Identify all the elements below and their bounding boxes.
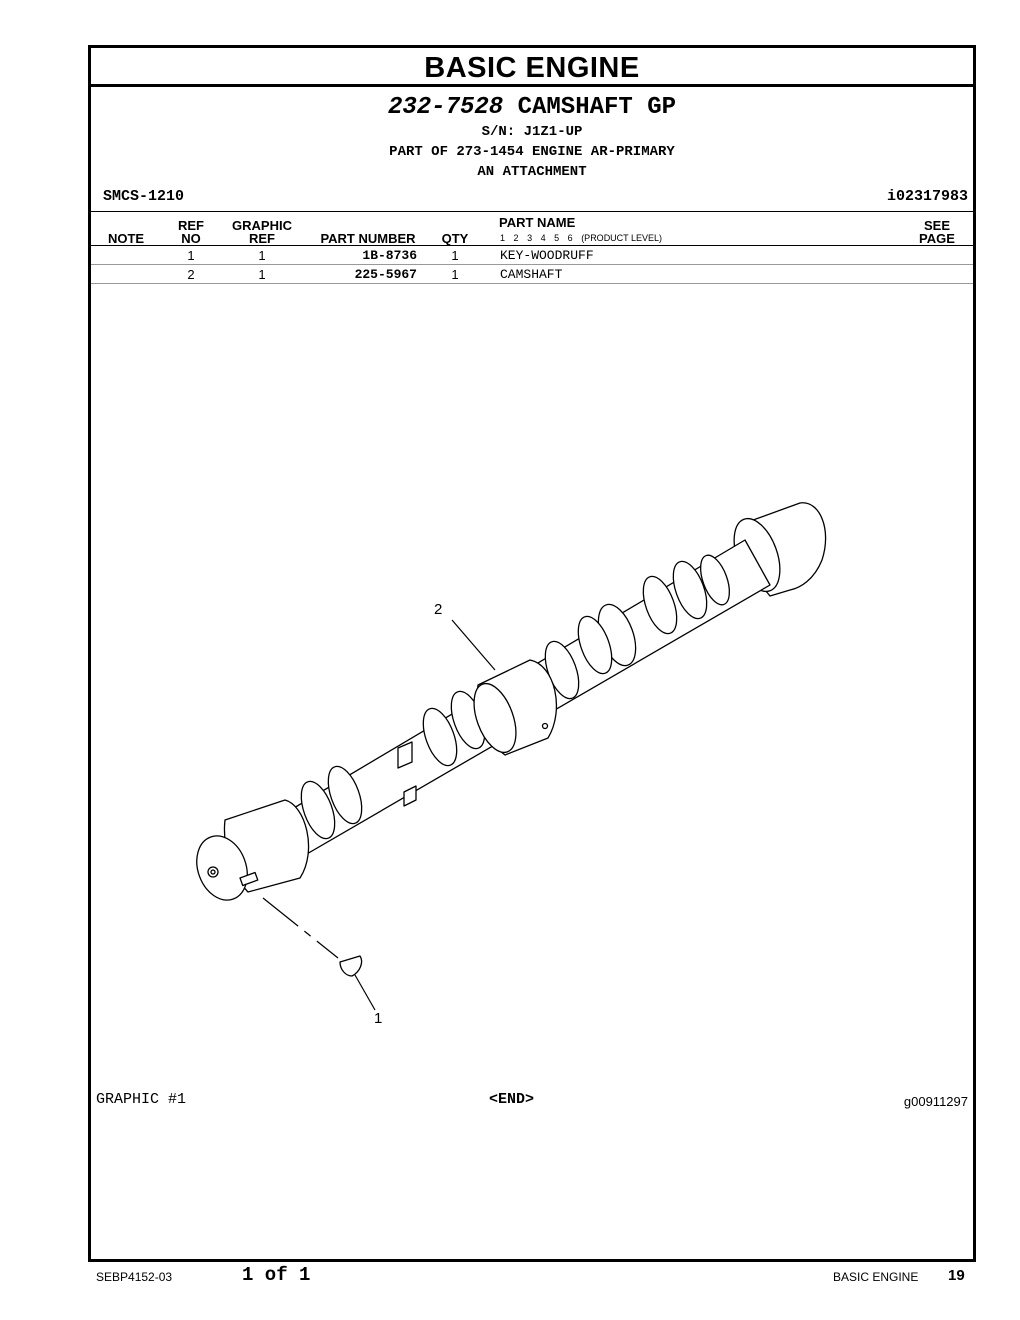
row2-qty: 1 bbox=[451, 267, 459, 282]
row1-divider bbox=[91, 264, 973, 265]
footer-page-of: 1 of 1 bbox=[242, 1264, 311, 1286]
row2-divider bbox=[91, 283, 973, 284]
level-4: 4 bbox=[540, 233, 546, 243]
serial-range: S/N: J1Z1-UP bbox=[481, 124, 583, 140]
row1-ref-no: 1 bbox=[187, 248, 195, 263]
page-frame: BASIC ENGINE 232-7528 CAMSHAFT GP S/N: J… bbox=[88, 45, 976, 1262]
document-id: i02317983 bbox=[886, 188, 968, 205]
col-see-top: SEE bbox=[923, 218, 950, 233]
level-6: 6 bbox=[567, 233, 573, 243]
row1-part-number: 1B-8736 bbox=[362, 248, 417, 263]
header-bottom-rule bbox=[91, 245, 973, 246]
level-1: 1 bbox=[500, 233, 506, 243]
product-levels: 1 2 3 4 5 6 (PRODUCT LEVEL) bbox=[500, 233, 662, 243]
section-title: BASIC ENGINE bbox=[91, 48, 973, 87]
callout-2: 2 bbox=[434, 601, 443, 618]
attachment-line: AN ATTACHMENT bbox=[477, 164, 587, 180]
row1-part-name: KEY-WOODRUFF bbox=[500, 248, 594, 263]
col-qty: QTY bbox=[441, 231, 469, 246]
row2-part-number: 225-5967 bbox=[354, 267, 417, 282]
col-ref-bottom: NO bbox=[181, 231, 201, 246]
col-part-name: PART NAME bbox=[499, 215, 576, 230]
row2-ref-no: 2 bbox=[187, 267, 195, 282]
col-see-bottom: PAGE bbox=[919, 231, 955, 246]
level-2: 2 bbox=[513, 233, 519, 243]
footer-doc-number: SEBP4152-03 bbox=[96, 1270, 173, 1284]
graphic-id: g00911297 bbox=[903, 1094, 968, 1109]
col-part-number: PART NUMBER bbox=[320, 231, 416, 246]
group-name: CAMSHAFT GP bbox=[517, 94, 677, 121]
level-5: 5 bbox=[554, 233, 560, 243]
callout-1: 1 bbox=[374, 1010, 383, 1027]
col-graphic-top: GRAPHIC bbox=[232, 218, 292, 233]
table-top-rule bbox=[91, 211, 973, 212]
row2-part-name: CAMSHAFT bbox=[500, 267, 563, 282]
level-3: 3 bbox=[527, 233, 533, 243]
col-ref-top: REF bbox=[178, 218, 204, 233]
col-graphic-bottom: REF bbox=[249, 231, 275, 246]
group-title: 232-7528 CAMSHAFT GP bbox=[91, 94, 973, 121]
group-number: 232-7528 bbox=[387, 94, 504, 121]
row1-graphic-ref: 1 bbox=[258, 248, 266, 263]
row2-graphic-ref: 1 bbox=[258, 267, 266, 282]
col-note: NOTE bbox=[107, 231, 145, 246]
footer-page-number: 19 bbox=[948, 1267, 965, 1284]
col-see-page: SEE PAGE bbox=[911, 219, 963, 245]
part-of-line: PART OF 273-1454 ENGINE AR-PRIMARY bbox=[389, 144, 675, 160]
smcs-code: SMCS-1210 bbox=[103, 188, 185, 205]
graphic-label: GRAPHIC #1 bbox=[96, 1091, 187, 1108]
product-level-label: (PRODUCT LEVEL) bbox=[581, 233, 663, 243]
col-ref-no: REF NO bbox=[169, 219, 213, 245]
col-graphic-ref: GRAPHIC REF bbox=[227, 219, 297, 245]
footer-section: BASIC ENGINE bbox=[833, 1270, 919, 1284]
end-marker: <END> bbox=[489, 1091, 535, 1108]
row1-qty: 1 bbox=[451, 248, 459, 263]
